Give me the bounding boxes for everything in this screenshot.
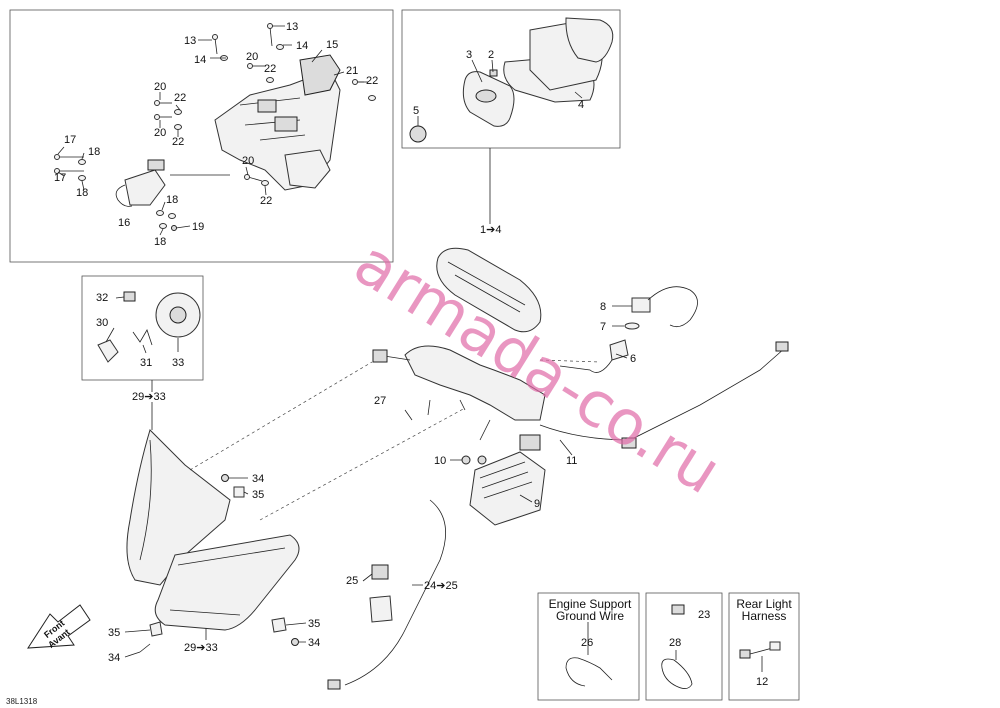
support-bracket-assembly [214, 54, 341, 191]
callout: 4 [578, 99, 584, 111]
callouts: 13 13 14 14 15 20 22 20 22 21 22 20 22 1… [54, 21, 768, 688]
callout: 2 [488, 49, 494, 61]
callout: 7 [600, 321, 606, 333]
callout: 30 [96, 317, 108, 329]
rear-light-harness-part [739, 641, 781, 659]
callout: 10 [434, 455, 446, 467]
callout: 27 [374, 395, 386, 407]
front-direction-arrow: Front Avant [27, 604, 91, 650]
callout: 19 [192, 221, 204, 233]
callout: 35 [308, 618, 320, 630]
callout: 34 [108, 652, 120, 664]
headlamp-bulb-parts [97, 291, 201, 363]
callout: 13 [184, 35, 196, 47]
callout: 31 [140, 357, 152, 369]
fastener-set [54, 23, 376, 231]
rear-light-title-2: Harness [742, 609, 787, 623]
callout: 20 [154, 81, 166, 93]
callout: 11 [566, 455, 577, 467]
callout: 14 [296, 40, 308, 52]
callout: 5 [413, 105, 419, 117]
engine-support-title-2: Ground Wire [556, 609, 624, 623]
rear-light-harness-frame [728, 592, 800, 701]
callout: 22 [172, 136, 184, 148]
callout: 20 [246, 51, 258, 63]
callout: 29➔33 [132, 391, 166, 403]
rear-light-title-1: Rear Light [736, 597, 792, 611]
fuse-frame [645, 592, 723, 701]
relay-harness [327, 499, 446, 690]
engine-support-title-1: Engine Support [549, 597, 632, 611]
callout: 29➔33 [184, 642, 218, 654]
fuse-part [661, 604, 693, 689]
tether-cord-key [559, 286, 698, 373]
drawing-code: 38L1318 [6, 697, 38, 706]
callout: 20 [154, 127, 166, 139]
callout: 18 [76, 187, 88, 199]
engine-support-ground-frame [537, 592, 640, 701]
callout: 24➔25 [424, 580, 458, 592]
callout: 34 [308, 637, 320, 649]
gauge-frame [401, 9, 621, 149]
callout: 15 [326, 39, 338, 51]
ground-wire-part [565, 657, 613, 687]
callout: 16 [118, 217, 130, 229]
callout: 22 [260, 195, 272, 207]
callout: 6 [630, 353, 636, 365]
callout: 25 [346, 575, 358, 587]
callout: 9 [534, 498, 540, 510]
callout: 18 [88, 146, 100, 158]
callout: 22 [174, 92, 186, 104]
callout: 35 [108, 627, 120, 639]
callout: 18 [154, 236, 166, 248]
voltage-regulator [461, 451, 546, 526]
assembly-guide-lines [189, 359, 601, 521]
support-bracket-frame [9, 9, 394, 263]
callout: 13 [286, 21, 298, 33]
callout: 18 [166, 194, 178, 206]
callout: 12 [756, 676, 768, 688]
callout: 3 [466, 49, 472, 61]
callout: 14 [194, 54, 206, 66]
headlamp-bulb-frame [81, 275, 204, 381]
callout: 33 [172, 357, 184, 369]
instrument-cluster-exploded [409, 17, 614, 143]
callout: 35 [252, 489, 264, 501]
callout: 17 [54, 172, 66, 184]
callout: 20 [242, 155, 254, 167]
callout: 28 [669, 637, 681, 649]
headlamp-fasteners [139, 474, 299, 653]
callout: 17 [64, 134, 76, 146]
callout: 22 [366, 75, 378, 87]
headlight-cover [126, 429, 231, 586]
leader-lines [57, 25, 763, 672]
callout: 34 [252, 473, 264, 485]
callout: 26 [581, 637, 593, 649]
main-wiring-harness [372, 341, 789, 451]
callout: 8 [600, 301, 606, 313]
callout: 23 [698, 609, 710, 621]
callout: 21 [346, 65, 358, 77]
headlamp-assembly [154, 534, 300, 631]
callout: 1➔4 [480, 224, 501, 236]
callout: 22 [264, 63, 276, 75]
switch-connector [115, 159, 230, 207]
callout: 32 [96, 292, 108, 304]
instrument-cluster [436, 247, 542, 333]
